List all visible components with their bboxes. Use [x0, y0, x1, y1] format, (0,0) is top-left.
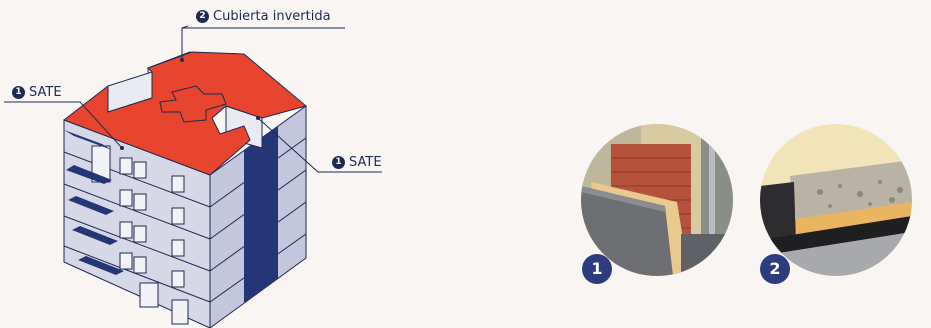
callout-sate-right: 1 SATE: [332, 156, 382, 169]
callout-sate-left: 1 SATE: [12, 86, 62, 99]
callout-sate-left-label: SATE: [29, 86, 62, 99]
sate-insulation-strip: [244, 126, 278, 303]
callout-roof-number: 2: [196, 10, 209, 23]
callout-sate-right-number: 1: [332, 156, 345, 169]
callout-roof-label: Cubierta invertida: [213, 10, 331, 23]
callout-sate-right-label: SATE: [349, 156, 382, 169]
callout-sate-left-number: 1: [12, 86, 25, 99]
photo-facade-badge: 1: [582, 254, 612, 284]
photo-roof-badge: 2: [760, 254, 790, 284]
callout-roof: 2 Cubierta invertida: [196, 10, 331, 23]
photo-facade-detail: [581, 124, 733, 276]
photo-roof-detail: [760, 124, 912, 276]
